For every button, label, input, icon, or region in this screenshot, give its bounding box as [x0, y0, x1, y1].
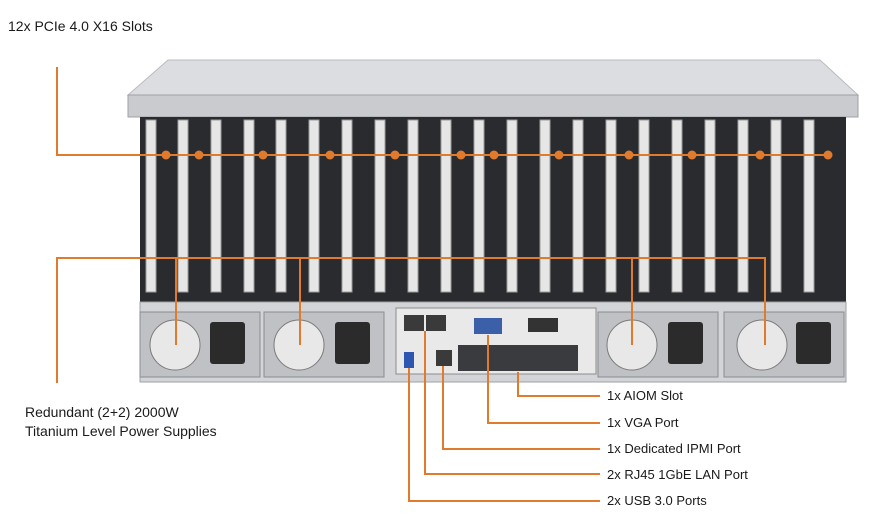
usb-ports-label: 2x USB 3.0 Ports [607, 493, 707, 508]
psu-callout-line2: Titanium Level Power Supplies [25, 423, 217, 439]
pcie-slot-markers [161, 150, 833, 160]
psu-callout-line1: Redundant (2+2) 2000W [25, 404, 179, 420]
usb-callout-line [408, 368, 600, 502]
vga-port-label: 1x VGA Port [607, 415, 679, 430]
lan-callout-line [424, 331, 600, 475]
lan-port-label: 2x RJ45 1GbE LAN Port [607, 467, 748, 482]
chassis-rear-frame [127, 94, 859, 118]
vga-connector [474, 318, 502, 334]
aiom-callout-line [517, 372, 600, 397]
usb-ports [404, 352, 414, 368]
com-connector [528, 318, 558, 332]
pcie-brackets [145, 119, 815, 293]
ipmi-port-label: 1x Dedicated IPMI Port [607, 441, 741, 456]
pcie-callout-line [56, 67, 828, 156]
psu-power-inlets [210, 322, 831, 364]
pcie-slots-callout: 12x PCIe 4.0 X16 Slots [8, 18, 153, 34]
ipmi-callout-line [442, 366, 600, 450]
chassis-top-cover [126, 59, 860, 96]
rj45-top-2 [426, 315, 446, 331]
vga-callout-line [487, 335, 600, 424]
aiom-card [458, 345, 578, 371]
slot-bay [140, 117, 846, 302]
ipmi-port [436, 350, 452, 366]
rj45-top [404, 315, 424, 331]
psu-callout-line [56, 257, 766, 383]
aiom-slot-label: 1x AIOM Slot [607, 388, 683, 403]
